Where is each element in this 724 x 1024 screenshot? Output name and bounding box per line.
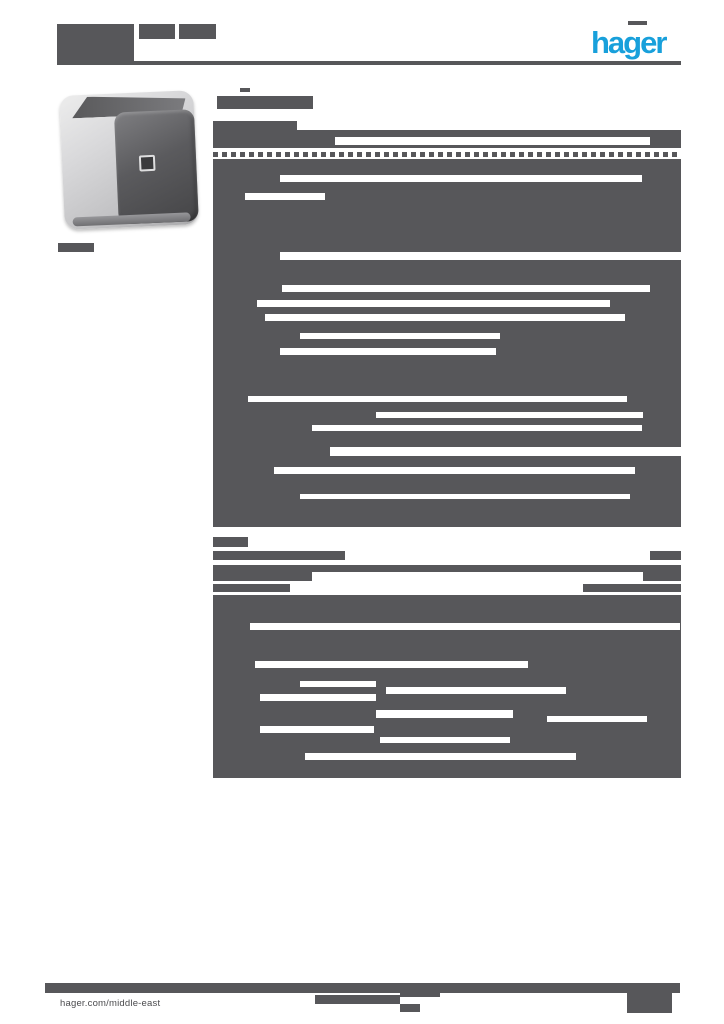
redaction-gap — [280, 175, 642, 182]
redacted-text-bar — [213, 584, 290, 592]
redacted-text-bar — [213, 121, 297, 130]
redacted-text-bar — [643, 572, 681, 581]
redaction-gap — [300, 333, 500, 339]
redacted-text-bar — [179, 24, 216, 39]
redaction-gap — [280, 348, 496, 355]
product-cube — [57, 83, 200, 235]
redaction-gap — [260, 726, 374, 733]
redaction-gap — [305, 753, 576, 760]
footer-website-link[interactable]: hager.com/middle-east — [60, 997, 161, 1009]
redacted-text-bar — [240, 88, 250, 92]
redaction-gap — [376, 710, 513, 718]
redaction-gap — [376, 412, 643, 418]
redacted-text-bar — [583, 584, 681, 592]
redaction-gap — [386, 687, 566, 694]
product-photo — [57, 83, 200, 235]
redacted-text-bar — [315, 995, 400, 1004]
dotted-leader-line — [213, 152, 681, 157]
redacted-text-bar — [628, 21, 647, 25]
redacted-text-bar — [213, 551, 345, 560]
redacted-text-bar — [400, 1004, 420, 1012]
redaction-gap — [248, 396, 627, 402]
redaction-gap — [265, 314, 625, 321]
redaction-gap — [245, 193, 325, 200]
redacted-text-bar — [213, 565, 681, 572]
redacted-text-bar — [213, 159, 681, 527]
redacted-text-bar — [650, 551, 681, 560]
cube-front-rocker — [113, 109, 199, 225]
redacted-text-bar — [45, 983, 680, 993]
redacted-text-bar — [213, 537, 248, 547]
redaction-gap — [300, 494, 630, 499]
redaction-gap — [250, 623, 680, 630]
cube-indicator-button — [138, 154, 156, 172]
redaction-gap — [335, 137, 650, 145]
redaction-gap — [282, 285, 650, 292]
redacted-text-bar — [58, 243, 94, 252]
redaction-gap — [300, 681, 376, 687]
redacted-text-bar — [139, 24, 175, 39]
header-divider — [57, 61, 681, 65]
redacted-text-bar — [217, 96, 313, 109]
hager-logo: hager — [591, 25, 667, 60]
redaction-gap — [312, 425, 642, 431]
redacted-text-bar — [400, 983, 440, 997]
redaction-gap — [280, 252, 682, 260]
redacted-text-bar — [627, 990, 672, 1013]
redaction-gap — [330, 447, 681, 456]
redaction-gap — [547, 716, 647, 722]
redaction-gap — [260, 694, 376, 701]
redaction-gap — [255, 661, 528, 668]
redaction-gap — [257, 300, 610, 307]
redacted-text-bar — [57, 24, 134, 61]
footer-url-box: hager.com/middle-east — [58, 993, 172, 1013]
redaction-gap — [274, 467, 635, 474]
redacted-text-bar — [213, 572, 312, 581]
redaction-gap — [380, 737, 510, 743]
